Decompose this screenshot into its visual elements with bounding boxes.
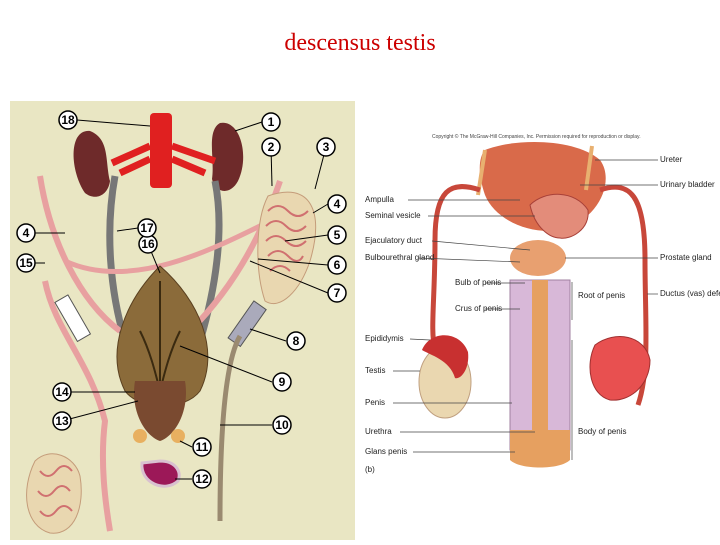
label-glans-penis: Glans penis <box>365 447 407 456</box>
callout-8: 8 <box>287 332 305 350</box>
callout-14: 14 <box>53 383 71 401</box>
label-epididymis: Epididymis <box>365 334 404 343</box>
label-bulbourethral-gland: Bulbourethral gland <box>365 253 434 262</box>
svg-text:9: 9 <box>279 375 286 389</box>
page-title: descensus testis <box>0 30 720 57</box>
callout-1: 1 <box>262 113 280 131</box>
lower-testis-shape <box>27 454 82 533</box>
callout-13: 13 <box>53 412 71 430</box>
svg-text:1: 1 <box>268 115 275 129</box>
svg-text:6: 6 <box>334 258 341 272</box>
svg-text:4: 4 <box>334 197 341 211</box>
panel-letter: (b) <box>365 465 375 474</box>
callout-4-left: 4 <box>17 224 35 242</box>
copyright-notice: Copyright © The McGraw-Hill Companies, I… <box>432 133 641 140</box>
svg-text:12: 12 <box>195 472 209 486</box>
callout-5: 5 <box>328 226 346 244</box>
aorta-shape <box>150 113 172 188</box>
callout-4-right: 4 <box>328 195 346 213</box>
svg-text:16: 16 <box>141 237 155 251</box>
label-root-of-penis: Root of penis <box>578 291 625 300</box>
svg-text:18: 18 <box>61 113 75 127</box>
label-bulb-of-penis: Bulb of penis <box>455 278 501 287</box>
svg-text:4: 4 <box>23 226 30 240</box>
svg-text:13: 13 <box>55 414 69 428</box>
left-ureter <box>110 176 125 341</box>
label-ampulla: Ampulla <box>365 195 394 204</box>
prostate-shape <box>510 240 566 276</box>
svg-text:2: 2 <box>268 140 275 154</box>
right-descending-cord <box>220 336 240 521</box>
seminal-vesicle-shape <box>530 194 588 238</box>
label-urinary-bladder: Urinary bladder <box>660 180 715 189</box>
label-testis: Testis <box>365 366 385 375</box>
callout-16: 16 <box>139 235 157 253</box>
svg-text:8: 8 <box>293 334 300 348</box>
callout-3: 3 <box>317 138 335 156</box>
svg-text:11: 11 <box>196 440 209 454</box>
callout-17: 17 <box>138 219 156 237</box>
glans-shape <box>510 430 570 468</box>
label-seminal-vesicle: Seminal vesicle <box>365 211 421 220</box>
callout-9: 9 <box>273 373 291 391</box>
label-ureter: Ureter <box>660 155 683 164</box>
svg-text:17: 17 <box>140 221 154 235</box>
svg-text:15: 15 <box>19 256 33 270</box>
callout-7: 7 <box>328 284 346 302</box>
right-diagram-panel: Copyright © The McGraw-Hill Companies, I… <box>360 120 720 480</box>
callout-6: 6 <box>328 256 346 274</box>
male-reproductive-diagram: Copyright © The McGraw-Hill Companies, I… <box>360 120 720 480</box>
urethra-shape <box>532 280 548 450</box>
left-diagram-panel: 18 1 2 3 4 4 5 6 7 15 16 17 8 9 10 11 12… <box>10 101 355 540</box>
label-body-of-penis: Body of penis <box>578 427 626 436</box>
left-ductus-deferens <box>433 187 480 350</box>
urogenital-development-diagram: 18 1 2 3 4 4 5 6 7 15 16 17 8 9 10 11 12… <box>10 101 355 540</box>
label-urethra: Urethra <box>365 427 392 436</box>
svg-text:3: 3 <box>323 140 330 154</box>
right-bulb-shape <box>171 429 185 443</box>
svg-text:10: 10 <box>275 418 289 432</box>
left-bulb-shape <box>133 429 147 443</box>
callout-15: 15 <box>17 254 35 272</box>
svg-text:7: 7 <box>334 286 341 300</box>
callout-10: 10 <box>273 416 291 434</box>
callout-18: 18 <box>59 111 77 129</box>
callout-12: 12 <box>193 470 211 488</box>
svg-text:14: 14 <box>55 385 69 399</box>
callout-11: 11 <box>193 438 211 456</box>
label-crus-of-penis: Crus of penis <box>455 304 502 313</box>
phallus-shape <box>142 461 179 486</box>
svg-text:5: 5 <box>334 228 341 242</box>
callout-2: 2 <box>262 138 280 156</box>
label-prostate-gland: Prostate gland <box>660 253 712 262</box>
label-ductus-deferens: Ductus (vas) deferens <box>660 289 720 298</box>
label-penis: Penis <box>365 398 385 407</box>
right-striped-cord <box>228 301 266 346</box>
left-kidney-shape <box>74 131 110 197</box>
label-ejaculatory-duct: Ejaculatory duct <box>365 236 423 245</box>
